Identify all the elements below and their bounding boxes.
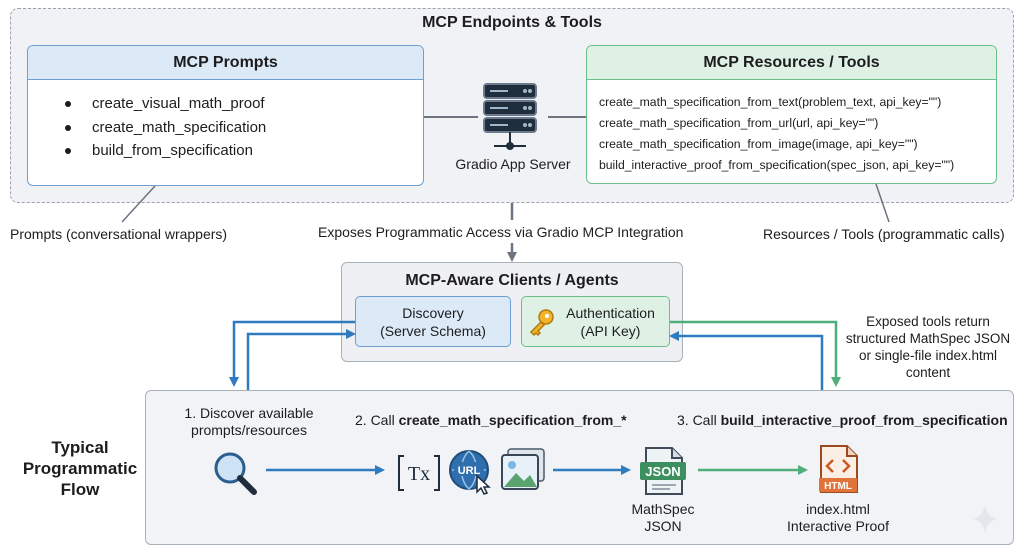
json-label-line: MathSpec [631,501,695,517]
prompts-caption: Prompts (conversational wrappers) [10,226,228,242]
step-2-function: create_math_specification_from_* [398,412,627,428]
step-1-line: 1. Discover available [184,405,314,421]
resource-item: create_math_specification_from_url(url, … [599,116,879,130]
html-file-icon: HTML [819,445,858,493]
mcp-prompts-card: MCP Prompts create_visual_math_proof cre… [27,45,424,186]
sparkle-icon [973,505,997,533]
search-icon [214,452,257,495]
flow-title-line: Typical [51,438,109,457]
auth-label: Authentication [566,305,655,321]
html-label-line: Interactive Proof [787,518,889,534]
server-icon [483,83,537,150]
resources-leader-line [875,183,890,223]
resource-item: build_interactive_proof_from_specificati… [599,158,955,172]
json-output-label: MathSpec JSON [613,501,713,535]
note-line: or single-file index.html [858,348,998,363]
step-3-prefix: 3. Call [677,412,721,428]
step-2-label: 2. Call create_math_specification_from_* [355,412,627,428]
step-1-line: prompts/resources [191,422,307,438]
flow-title-line: Flow [60,480,100,499]
server-label: Gradio App Server [455,156,571,172]
typical-flow-panel [145,390,1014,545]
discovery-label: Discovery [402,305,464,321]
json-icon-label: JSON [645,464,680,479]
clients-title: MCP-Aware Clients / Agents [405,272,619,289]
note-line: structured MathSpec JSON [845,331,1011,346]
flow-title: Typical Programmatic Flow [20,437,140,500]
mcp-prompts-title: MCP Prompts [28,46,423,80]
key-icon [529,309,554,337]
html-icon-label: HTML [824,481,852,492]
image-icon [501,448,545,490]
url-icon: URL [449,450,491,495]
mcp-resources-card: MCP Resources / Tools create_math_specif… [586,45,997,184]
discovery-sublabel: (Server Schema) [380,323,486,339]
step-1-label: 1. Discover available prompts/resources [158,405,340,439]
discovery-return-arrow [229,320,355,387]
prompts-leader-line [121,185,156,223]
prompt-item: create_visual_math_proof [65,92,423,116]
mcp-resources-title: MCP Resources / Tools [587,46,996,80]
tools-return-note: Exposed tools return structured MathSpec… [838,313,1018,381]
step-3-function: build_interactive_proof_from_specificati… [720,412,1008,428]
prompt-item: build_from_specification [65,139,423,163]
exposes-caption: Exposes Programmatic Access via Gradio M… [318,224,684,240]
html-output-label: index.html Interactive Proof [768,501,908,535]
json-file-icon: JSON [640,447,686,495]
resource-item: create_math_specification_from_text(prob… [599,95,942,109]
html-label-line: index.html [806,501,870,517]
flow-title-line: Programmatic [22,459,138,478]
step-2-prefix: 2. Call [355,412,399,428]
auth-request-arrow [670,320,841,387]
text-icon-label: Tx [408,463,430,485]
text-input-icon: Tx [398,455,440,491]
discovery-box: Discovery (Server Schema) [355,296,511,347]
prompts-list: create_visual_math_proof create_math_spe… [28,92,423,163]
note-line: content [905,365,951,380]
json-label-line: JSON [644,518,682,534]
panel-title: MCP Endpoints & Tools [422,14,602,31]
step-3-label: 3. Call build_interactive_proof_from_spe… [677,412,1008,428]
discovery-request-arrow [246,329,356,390]
auth-return-arrow [669,331,824,390]
note-line: Exposed tools return [866,314,990,329]
url-icon-label: URL [458,465,481,477]
resource-item: create_math_specification_from_image(ima… [599,137,918,151]
prompt-item: create_math_specification [65,116,423,140]
resources-list: create_math_specification_from_text(prob… [587,80,996,176]
resources-caption: Resources / Tools (programmatic calls) [763,226,1005,242]
auth-sublabel: (API Key) [580,323,641,339]
